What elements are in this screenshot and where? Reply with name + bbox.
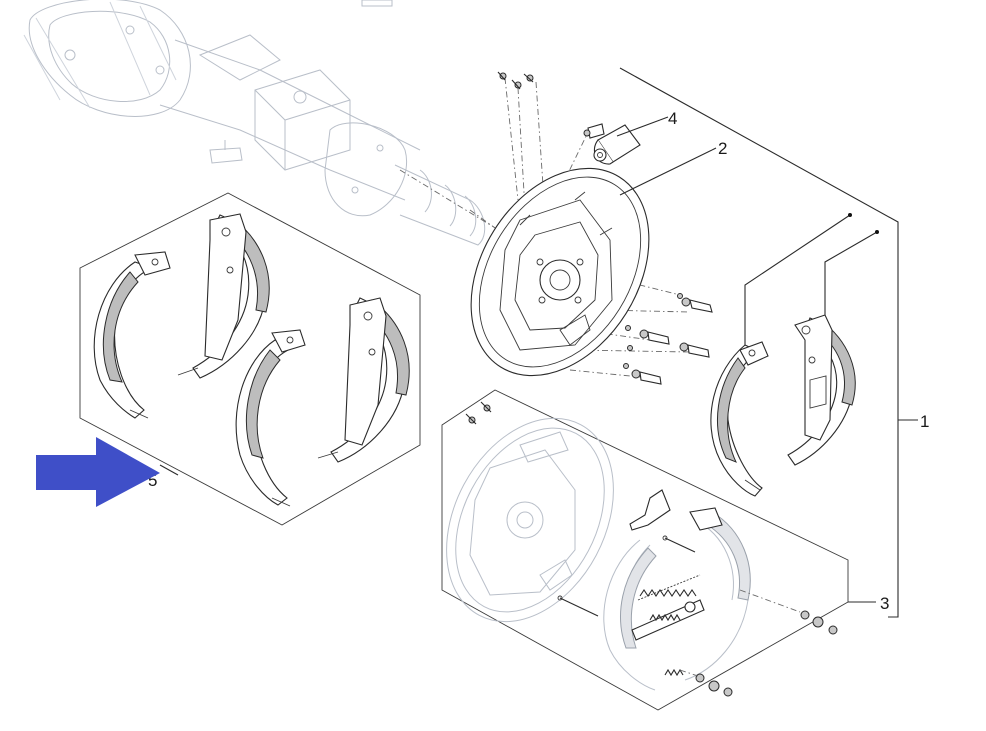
callout-2: 2 <box>718 139 727 158</box>
brake-shoe-pair-right <box>710 314 856 497</box>
callout-leaders <box>659 116 717 151</box>
callout-5: 5 <box>148 471 157 490</box>
backing-plate <box>470 149 713 377</box>
axle-housing-ghost <box>23 0 486 246</box>
highlight-arrow-icon <box>36 437 160 507</box>
callout-3: 3 <box>880 594 889 613</box>
callout-4: 4 <box>668 109 677 128</box>
group-1-bracket <box>619 67 918 618</box>
callout-1: 1 <box>920 412 929 431</box>
group-5-shoe-kit-box <box>79 192 421 526</box>
wheel-cylinder <box>583 119 661 165</box>
mounting-bolts-top <box>497 71 534 90</box>
mounting-bolts-right <box>623 293 713 385</box>
group-3-assembly-kit-box <box>441 389 876 711</box>
